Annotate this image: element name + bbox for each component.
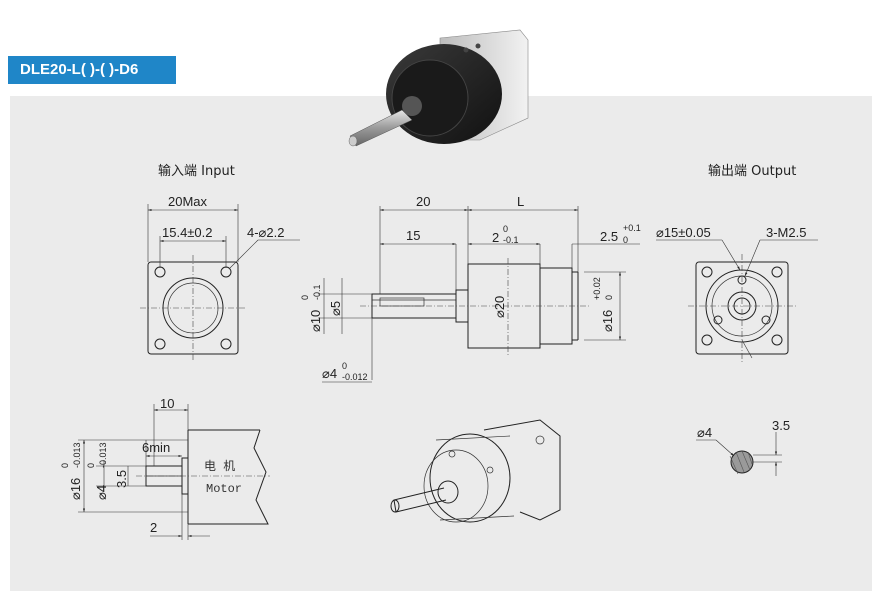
isometric-sketch bbox=[390, 419, 561, 523]
dia-20: ⌀20 bbox=[492, 296, 507, 318]
output-holes: 3-M2.5 bbox=[766, 225, 806, 240]
motor-dia-4: ⌀4 bbox=[94, 485, 109, 500]
dia-10: ⌀10 bbox=[308, 310, 323, 332]
input-pitch-label: 15.4±0.2 bbox=[162, 225, 213, 240]
dim-20: 20 bbox=[416, 194, 430, 209]
dim-L: L bbox=[517, 194, 524, 209]
output-dia-15: ⌀15±0.05 bbox=[656, 225, 711, 240]
dia-10-lower: -0.1 bbox=[312, 284, 322, 300]
dim-2-5: 2.5 bbox=[600, 229, 618, 244]
motor-dia-4-lower: -0.013 bbox=[98, 442, 108, 468]
motor-dim-3-5: 3.5 bbox=[114, 470, 129, 488]
dim-2-upper: 0 bbox=[503, 224, 508, 234]
motor-dim-2: 2 bbox=[150, 520, 157, 535]
shaft-section-view bbox=[696, 432, 782, 476]
shaft-dim-3-5: 3.5 bbox=[772, 418, 790, 433]
motor-dim-10: 10 bbox=[160, 396, 174, 411]
dia-4-lower: -0.012 bbox=[342, 372, 368, 382]
dia-16-lower: 0 bbox=[604, 295, 614, 300]
product-photo bbox=[348, 29, 529, 147]
dia-4: ⌀4 bbox=[322, 366, 337, 381]
motor-dia-16-upper: 0 bbox=[60, 463, 70, 468]
dia-16: ⌀16 bbox=[600, 310, 615, 332]
dia-4-upper: 0 bbox=[342, 361, 347, 371]
motor-dia-16-lower: -0.013 bbox=[72, 442, 82, 468]
dia-10-upper: 0 bbox=[300, 295, 310, 300]
motor-label-en: Motor bbox=[206, 482, 242, 496]
input-holes-label: 4-⌀2.2 bbox=[247, 225, 284, 240]
output-heading: 输出端 Output bbox=[708, 163, 796, 179]
model-badge: DLE20-L( )-( )-D6 bbox=[8, 56, 176, 84]
input-heading: 输入端 Input bbox=[158, 163, 235, 179]
dim-2-5-lower: 0 bbox=[623, 235, 628, 245]
shaft-dia-4: ⌀4 bbox=[697, 425, 712, 440]
dim-2-5-upper: +0.1 bbox=[623, 223, 641, 233]
motor-view bbox=[78, 404, 270, 540]
dia-5: ⌀5 bbox=[328, 301, 343, 316]
output-end-view bbox=[656, 239, 818, 362]
dim-15: 15 bbox=[406, 228, 420, 243]
dim-2-lower: -0.1 bbox=[503, 235, 519, 245]
input-end-view bbox=[140, 204, 300, 362]
side-view bbox=[318, 206, 640, 383]
dia-16-upper: +0.02 bbox=[592, 277, 602, 300]
dim-2: 2 bbox=[492, 230, 499, 245]
motor-dia-4-upper: 0 bbox=[86, 463, 96, 468]
motor-dim-6min: 6min bbox=[142, 440, 170, 455]
motor-label-cn: 电 机 bbox=[204, 459, 235, 474]
input-width-label: 20Max bbox=[168, 194, 208, 209]
motor-dia-16: ⌀16 bbox=[68, 478, 83, 500]
